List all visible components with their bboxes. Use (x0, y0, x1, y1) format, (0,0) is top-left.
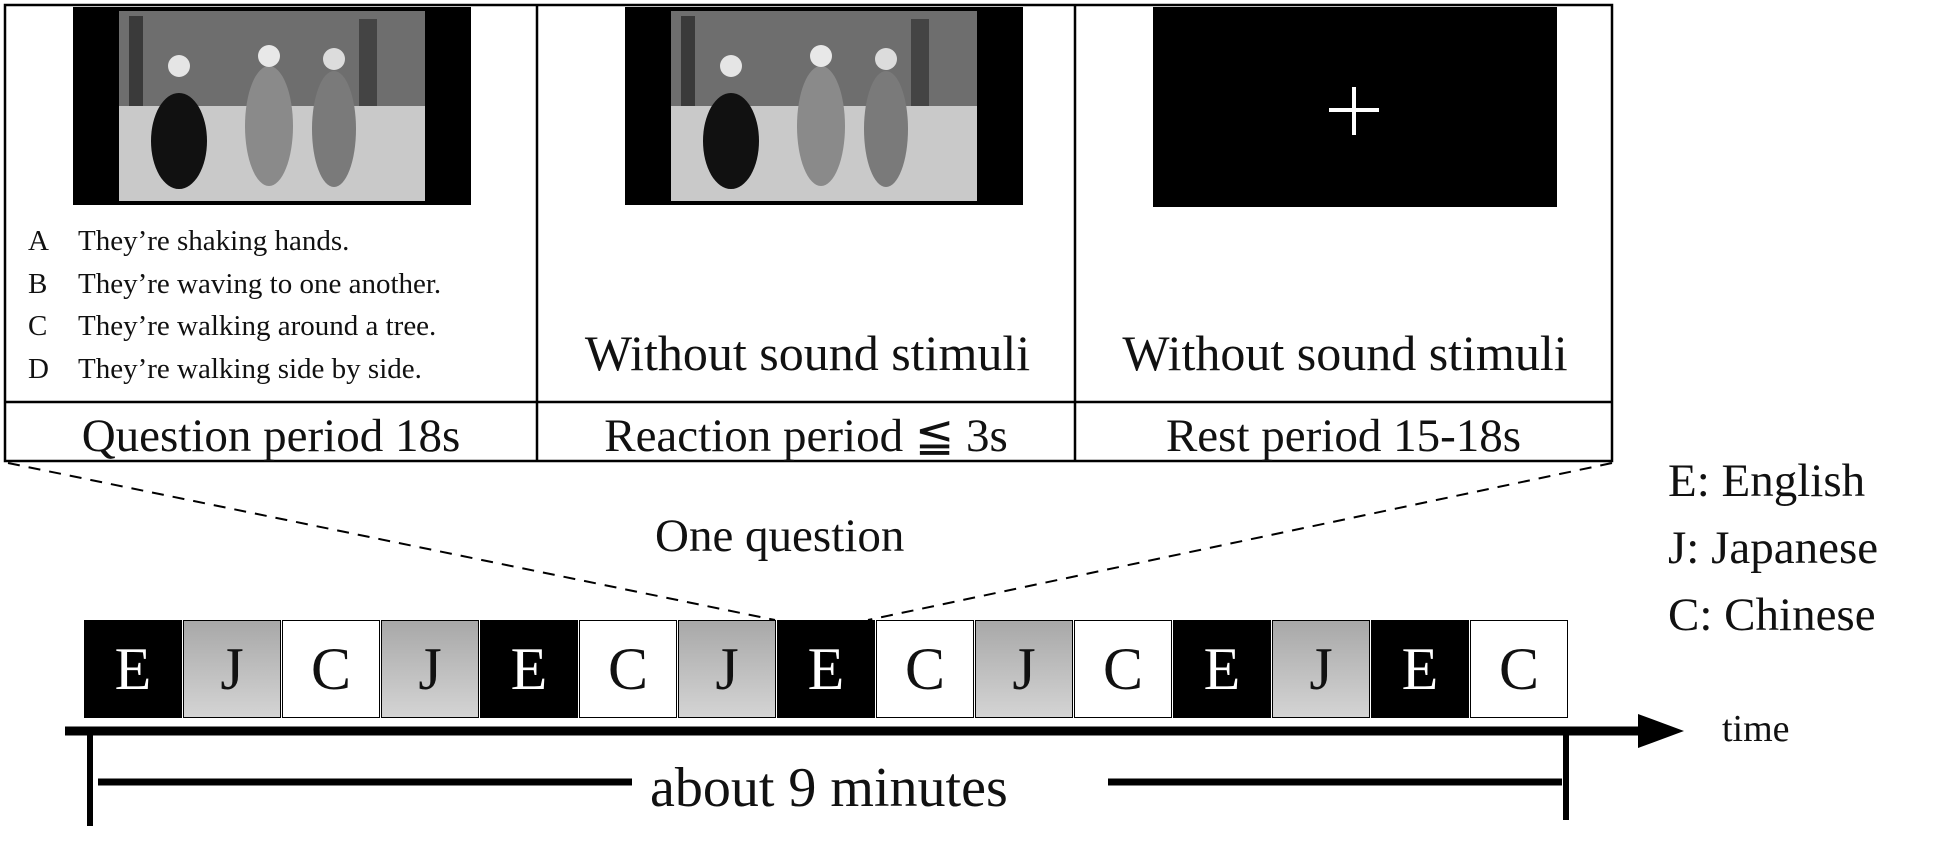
panels-frame (3, 3, 1614, 463)
sequence-block: C (579, 620, 677, 718)
sequence-block: C (876, 620, 974, 718)
one-question-label: One question (655, 510, 905, 562)
fixation-cross-screen (1153, 7, 1557, 207)
legend-chinese: C: Chinese (1668, 589, 1876, 641)
sequence-block: E (1371, 620, 1469, 718)
reaction-caption: Without sound stimuli (584, 325, 1031, 381)
sequence-block: J (975, 620, 1073, 718)
sequence-block: E (84, 620, 182, 718)
rest-period-label: Rest period 15-18s (1165, 410, 1522, 462)
sequence-block: E (1173, 620, 1271, 718)
photo-walking-question (73, 7, 471, 205)
question-period-label: Question period 18s (81, 410, 461, 462)
duration-label: about 9 minutes (650, 757, 1008, 819)
sequence-block: J (678, 620, 776, 718)
sequence-block: J (183, 620, 281, 718)
sequence-block: C (282, 620, 380, 718)
sequence-block: E (480, 620, 578, 718)
sequence-block: E (777, 620, 875, 718)
sequence-block: C (1074, 620, 1172, 718)
time-arrowhead (1638, 714, 1684, 748)
photo-walking-reaction (625, 7, 1023, 205)
time-label: time (1722, 708, 1790, 750)
zoom-line-left (7, 462, 776, 621)
legend-japanese: J: Japanese (1668, 522, 1879, 574)
sequence-block: J (381, 620, 479, 718)
reaction-period-label: Reaction period ≦ 3s (604, 410, 1008, 462)
sequence-block: C (1470, 620, 1568, 718)
zoom-line-right (867, 462, 1613, 621)
sequence-block: J (1272, 620, 1370, 718)
legend-english: E: English (1668, 455, 1866, 507)
rest-caption: Without sound stimuli (1122, 325, 1568, 381)
